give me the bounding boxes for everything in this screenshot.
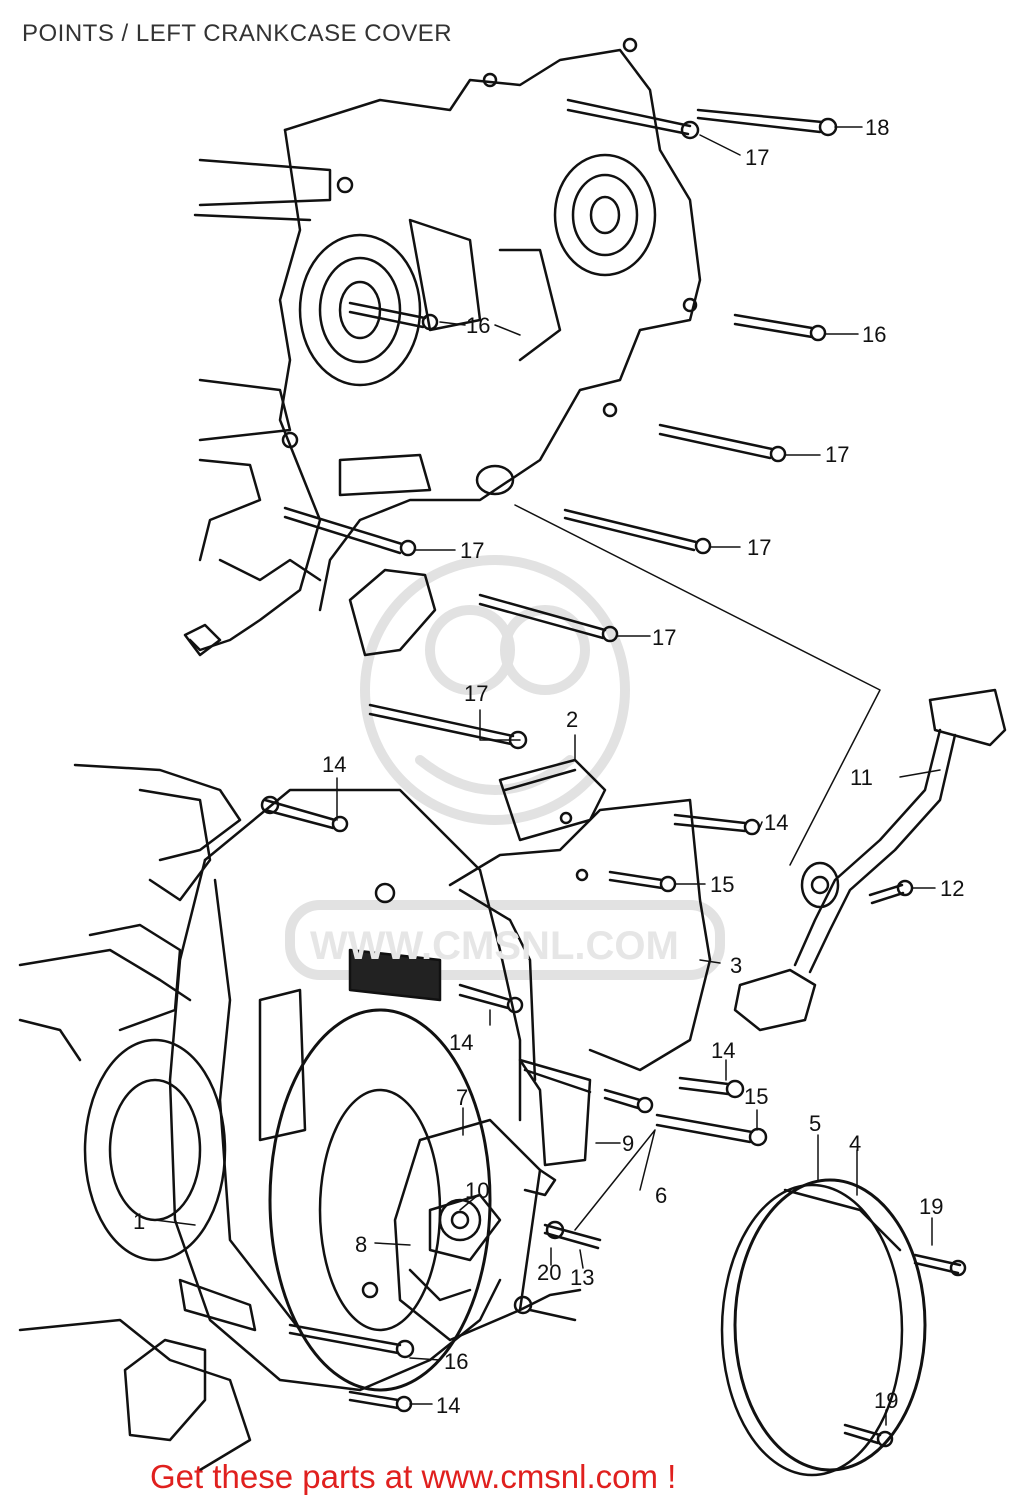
callout-17: 17 [745,145,770,170]
grommet-cover [448,758,712,1114]
callout-19: 19 [919,1194,944,1219]
engine-number-stamp [348,568,437,657]
assembly-guide-line [514,504,881,866]
bolt-18-shaft [566,98,692,136]
condenser [518,1058,592,1197]
callout-20: 20 [537,1260,562,1285]
left-crankcase-half [183,37,702,657]
callout-5: 5 [809,1111,822,1136]
callout-8: 8 [355,1232,368,1257]
callout-15: 15 [710,872,735,897]
callout-19: 19 [874,1388,899,1413]
callout-9: 9 [622,1131,635,1156]
callout-6: 6 [655,1183,668,1208]
callout-12: 12 [940,876,965,901]
callout-14: 14 [764,810,789,835]
engine-number-stamp-lower [123,1338,207,1442]
watermark-text: WWW.CMSNL.COM [310,924,679,968]
footer-link[interactable]: Get these parts at www.cmsnl.com ! [150,1458,677,1495]
crankcase-bolts [283,98,838,750]
callout-15: 15 [744,1084,769,1109]
callout-16: 16 [862,322,887,347]
callout-14: 14 [449,1030,474,1055]
callout-14: 14 [711,1038,736,1063]
points-cover [720,1178,967,1477]
callout-4: 4 [849,1131,862,1156]
left-crankcase-cover [18,763,522,1472]
callout-16: 16 [466,313,491,338]
callout-14: 14 [436,1393,461,1418]
callout-11: 11 [850,765,873,790]
callout-17: 17 [747,535,772,560]
gear-shift-lever [733,688,1007,1032]
callout-7: 7 [456,1085,469,1110]
watermark-logo [285,555,725,980]
callout-17: 17 [464,681,489,706]
callout-10: 10 [465,1178,490,1203]
callout-18: 18 [865,115,890,140]
callout-17: 17 [825,442,850,467]
callout-17: 17 [652,625,677,650]
cover-bolts [263,798,768,1413]
points-base-plate [361,1118,602,1342]
leader-lines [154,126,941,1426]
callout-2: 2 [566,707,579,732]
callout-13: 13 [570,1265,595,1290]
diagram-title: POINTS / LEFT CRANKCASE COVER [22,20,453,47]
callout-3: 3 [730,953,743,978]
callout-14: 14 [322,752,347,777]
callout-1: 1 [133,1209,146,1234]
callout-17: 17 [460,538,485,563]
callout-16: 16 [444,1349,469,1374]
